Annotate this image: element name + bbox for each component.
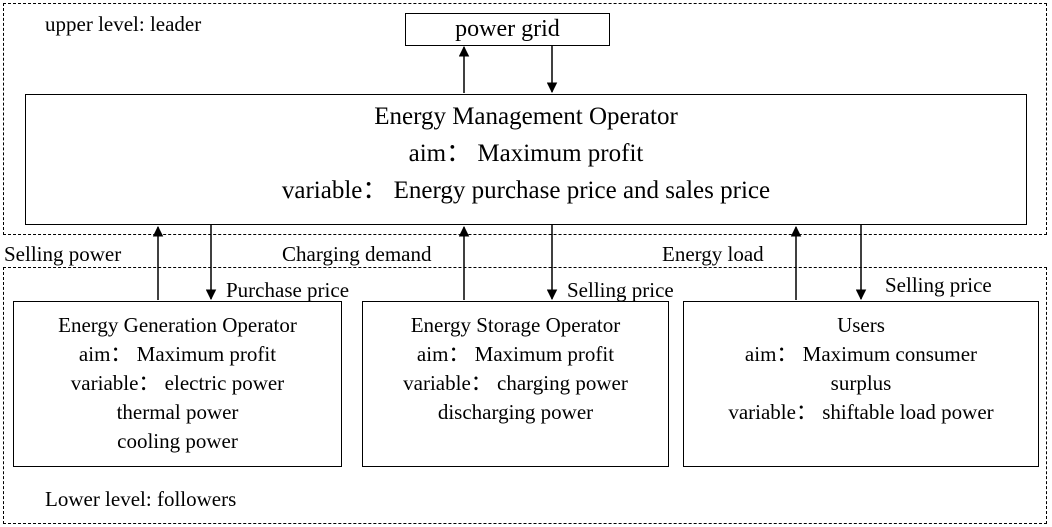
- energy-storage-operator-node: Energy Storage Operator aim： Maximum pro…: [362, 301, 669, 467]
- emo-aim: aim： Maximum profit: [408, 140, 644, 167]
- eso-discharging: discharging power: [437, 400, 594, 424]
- selling-price-eso-label: Selling price: [567, 278, 674, 302]
- charging-demand-label: Charging demand: [282, 242, 432, 266]
- users-aim-cont: surplus: [830, 371, 892, 395]
- energy-generation-operator-node: Energy Generation Operator aim： Maximum …: [13, 301, 342, 467]
- power-grid-label: power grid: [455, 16, 560, 42]
- power-grid-node: power grid: [405, 13, 610, 46]
- ego-cooling: cooling power: [117, 429, 238, 453]
- users-aim: aim： Maximum consumer: [744, 342, 978, 366]
- ego-variable: variable： electric power: [70, 371, 285, 395]
- ego-thermal: thermal power: [116, 400, 239, 424]
- eso-title: Energy Storage Operator: [410, 313, 621, 337]
- upper-level-frame: [3, 3, 1047, 235]
- lower-level-label: Lower level: followers: [45, 487, 237, 511]
- emo-variable: variable： Energy purchase price and sale…: [281, 177, 771, 204]
- lower-level-frame: [3, 267, 1047, 524]
- selling-price-users-label: Selling price: [885, 273, 992, 297]
- ego-title: Energy Generation Operator: [58, 313, 297, 337]
- purchase-price-label: Purchase price: [226, 278, 350, 302]
- energy-load-label: Energy load: [662, 242, 764, 266]
- users-node: Users aim： Maximum consumer surplus vari…: [683, 301, 1039, 467]
- emo-title: Energy Management Operator: [374, 103, 678, 130]
- eso-variable: variable： charging power: [403, 371, 628, 395]
- upper-level-label: upper level: leader: [45, 12, 202, 36]
- users-title: Users: [837, 313, 885, 337]
- energy-management-operator-node: Energy Management Operator aim： Maximum …: [25, 94, 1027, 225]
- ego-aim: aim： Maximum profit: [78, 342, 277, 366]
- eso-aim: aim： Maximum profit: [416, 342, 615, 366]
- users-variable: variable： shiftable load power: [728, 400, 994, 424]
- selling-power-label: Selling power: [4, 242, 122, 266]
